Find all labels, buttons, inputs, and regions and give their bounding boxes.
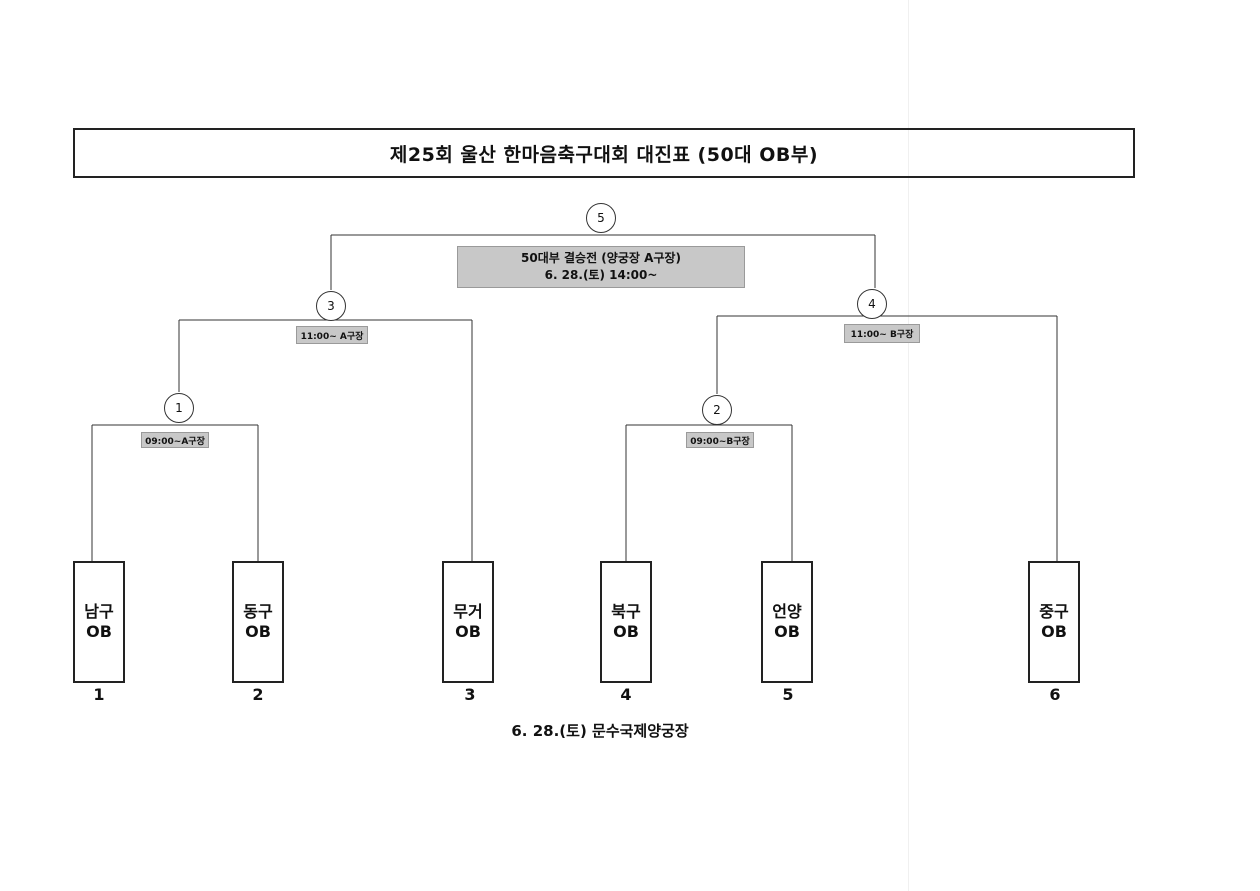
team-box-6: 중구 OB: [1028, 561, 1080, 683]
match-number-2: 2: [702, 395, 732, 425]
venue-date-footer: 6. 28.(토) 문수국제양궁장: [511, 722, 689, 740]
team-box-3: 무거 OB: [442, 561, 494, 683]
team-seed-number: 2: [252, 685, 264, 704]
match-number-5: 5: [586, 203, 616, 233]
team-name: 남구: [84, 602, 114, 621]
page-fold-line: [908, 0, 909, 891]
team-name: 동구: [243, 602, 273, 621]
match2-time-label: 09:00~B구장: [686, 432, 754, 448]
match1-time-label: 09:00~A구장: [141, 432, 209, 448]
match-number-3: 3: [316, 291, 346, 321]
team-seed-number: 3: [464, 685, 476, 704]
team-seed-number: 4: [620, 685, 632, 704]
team-seed-number: 5: [782, 685, 794, 704]
team-suffix: OB: [245, 622, 271, 641]
team-box-5: 언양 OB: [761, 561, 813, 683]
team-box-1: 남구 OB: [73, 561, 125, 683]
final-match-title: 50대부 결승전 (양궁장 A구장): [521, 251, 681, 265]
team-suffix: OB: [86, 622, 112, 641]
team-suffix: OB: [774, 622, 800, 641]
team-suffix: OB: [1041, 622, 1067, 641]
final-match-datetime: 6. 28.(토) 14:00~: [544, 268, 658, 282]
team-box-4: 북구 OB: [600, 561, 652, 683]
team-name: 중구: [1039, 602, 1069, 621]
team-name: 북구: [611, 602, 641, 621]
team-seed-number: 6: [1049, 685, 1061, 704]
final-match-label: 50대부 결승전 (양궁장 A구장) 6. 28.(토) 14:00~: [457, 246, 745, 288]
page-title: 제25회 울산 한마음축구대회 대진표 (50대 OB부): [73, 128, 1135, 178]
team-seed-number: 1: [93, 685, 105, 704]
match4-time-label: 11:00~ B구장: [844, 324, 920, 343]
match-number-1: 1: [164, 393, 194, 423]
team-suffix: OB: [613, 622, 639, 641]
team-box-2: 동구 OB: [232, 561, 284, 683]
team-name: 언양: [772, 602, 802, 621]
team-name: 무거: [453, 602, 483, 621]
match-number-4: 4: [857, 289, 887, 319]
team-suffix: OB: [455, 622, 481, 641]
match3-time-label: 11:00~ A구장: [296, 326, 368, 344]
